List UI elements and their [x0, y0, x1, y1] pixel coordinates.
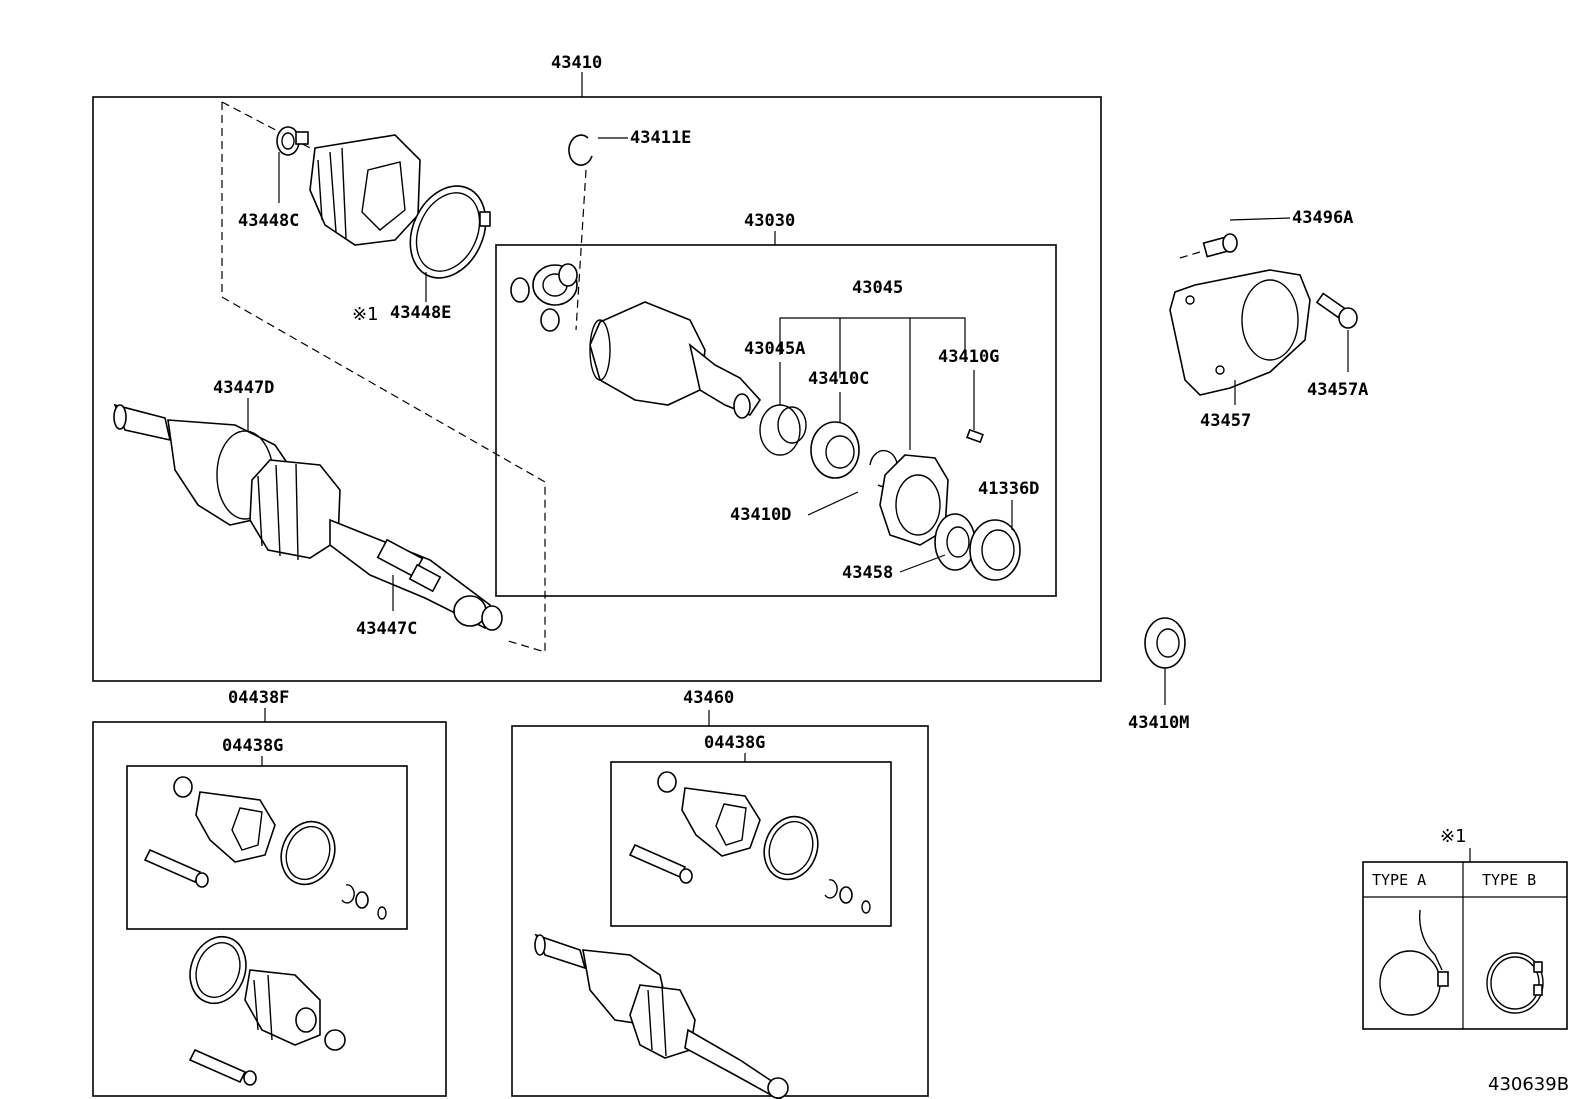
label-43448e-mark: ※1	[352, 304, 379, 325]
label-43030: 43030	[744, 211, 795, 231]
snap-ring-43411e-part	[568, 134, 593, 166]
boot-part	[309, 134, 421, 246]
label-43457: 43457	[1200, 411, 1251, 431]
assembly-43410: 43410 43448C ※1 43448E	[92, 53, 1102, 682]
label-43410g: 43410G	[938, 347, 999, 367]
drive-shaft-43447d-part	[113, 403, 503, 631]
drive-shaft-43460-part	[534, 933, 789, 1099]
label-43448e: 43448E	[390, 303, 451, 323]
label-43496a: 43496A	[1292, 208, 1353, 228]
assembly-43030: 43030 43045 43045A 4	[495, 211, 1057, 597]
label-43410c: 43410C	[808, 369, 869, 389]
joint-housing-part	[589, 301, 762, 419]
bolt-43496a-part	[1202, 233, 1238, 258]
label-41336d: 41336D	[978, 479, 1039, 499]
label-04438g-a: 04438G	[222, 736, 283, 756]
label-43410: 43410	[551, 53, 602, 73]
clamp-type-b-part	[1486, 952, 1544, 1014]
legend-type-a: TYPE A	[1372, 871, 1426, 889]
clamp-43448c-part	[276, 126, 309, 156]
assembly-43460: 43460 04438G	[511, 688, 929, 1099]
clamp-band-43448e-part	[409, 185, 491, 279]
figure-id: 430639B	[1488, 1074, 1569, 1095]
label-04438f: 04438F	[228, 688, 289, 708]
label-43448c: 43448C	[238, 211, 299, 231]
boot-kit-a-parts	[143, 776, 387, 1086]
boot-kit-b-parts	[628, 771, 871, 914]
bolt-43457a-part	[1315, 292, 1358, 329]
legend-box: ※1 TYPE A TYPE B	[1362, 826, 1568, 1030]
bracket-43457-group: 43496A 43457A 43457	[1169, 208, 1368, 431]
legend-type-b: TYPE B	[1482, 871, 1536, 889]
tripod-joint-part	[510, 263, 578, 332]
bearing-parts	[759, 404, 1021, 581]
label-43411e: 43411E	[630, 128, 691, 148]
label-43458: 43458	[842, 563, 893, 583]
clamp-type-a-part	[1379, 909, 1449, 1016]
label-43410m: 43410M	[1128, 713, 1189, 733]
label-43447c: 43447C	[356, 619, 417, 639]
label-43460: 43460	[683, 688, 734, 708]
label-04438g-b: 04438G	[704, 733, 765, 753]
label-43410d: 43410D	[730, 505, 791, 525]
label-43045a: 43045A	[744, 339, 805, 359]
assembly-04438f: 04438F 04438G	[92, 688, 447, 1097]
bracket-43457-part	[1169, 269, 1311, 396]
label-43045: 43045	[852, 278, 903, 298]
label-43457a: 43457A	[1307, 380, 1368, 400]
legend-mark: ※1	[1440, 826, 1467, 847]
seal-43410m-group: 43410M	[1128, 617, 1189, 733]
label-43447d: 43447D	[213, 378, 274, 398]
